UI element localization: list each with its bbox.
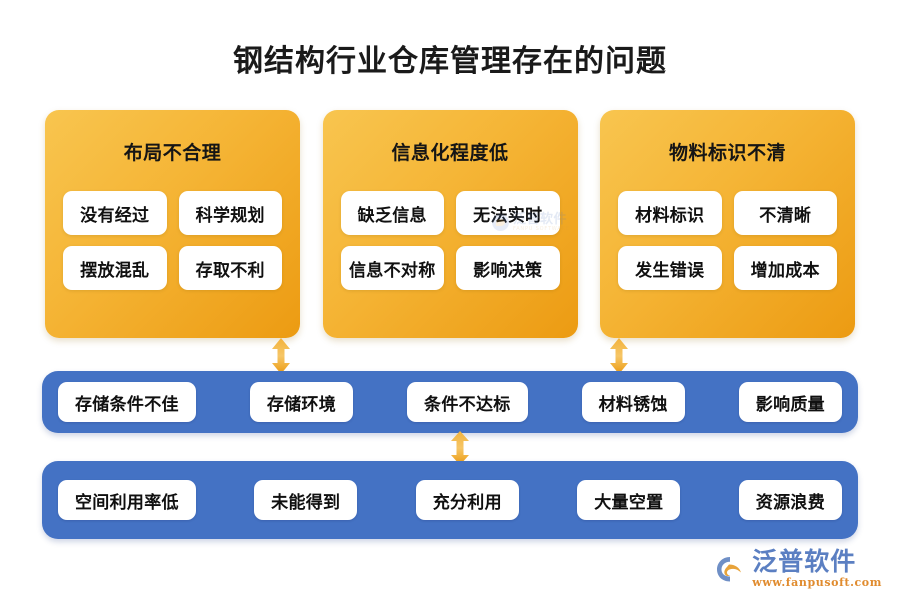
problem-card-material-label: 物料标识不清 材料标识 不清晰 发生错误 增加成本 [600,110,855,338]
card-chip[interactable]: 发生错误 [618,246,722,290]
bar-chip[interactable]: 未能得到 [254,480,358,520]
card-chip[interactable]: 增加成本 [733,246,837,290]
bar-chip[interactable]: 影响质量 [738,382,842,422]
problem-cards-row: 布局不合理 没有经过 科学规划 摆放混乱 存取不利 信息化程度低 缺乏信息 无法… [45,110,855,338]
brand-name: 泛普软件 [752,547,857,576]
page-title: 钢结构行业仓库管理存在的问题 [233,44,667,79]
bar-chip[interactable]: 存储条件不佳 [58,382,196,422]
problem-card-layout: 布局不合理 没有经过 科学规划 摆放混乱 存取不利 [45,110,300,338]
bar-chip[interactable]: 条件不达标 [407,382,528,422]
card-chip[interactable]: 存取不利 [178,246,282,290]
brand-logo-text: 泛普软件 www.fanpusoft.com [752,549,882,588]
card-chip[interactable]: 信息不对称 [340,246,444,290]
fanpu-logo-icon [716,554,746,584]
card-chip[interactable]: 摆放混乱 [63,246,167,290]
card-chip-grid: 缺乏信息 无法实时 信息不对称 影响决策 [340,191,560,290]
card-chip[interactable]: 影响决策 [456,246,560,290]
bar-chip[interactable]: 资源浪费 [738,480,842,520]
problem-card-informatization: 信息化程度低 缺乏信息 无法实时 信息不对称 影响决策 [322,110,578,338]
card-chip[interactable]: 没有经过 [63,191,167,235]
card-chip[interactable]: 缺乏信息 [340,191,444,235]
brand-url: www.fanpusoft.com [752,576,882,589]
bar-chip[interactable]: 充分利用 [415,480,519,520]
card-chip-grid: 没有经过 科学规划 摆放混乱 存取不利 [63,191,282,290]
card-title: 信息化程度低 [391,142,509,164]
storage-condition-bar: 存储条件不佳 存储环境 条件不达标 材料锈蚀 影响质量 [42,371,858,433]
bar-chip[interactable]: 存储环境 [249,382,354,422]
card-chip[interactable]: 材料标识 [618,191,722,235]
space-utilization-bar: 空间利用率低 未能得到 充分利用 大量空置 资源浪费 [42,461,858,539]
card-chip[interactable]: 不清晰 [733,191,837,235]
double-arrow-icon [608,338,630,374]
bar-chip[interactable]: 材料锈蚀 [581,382,685,422]
brand-logo: 泛普软件 www.fanpusoft.com [716,549,882,588]
bar-chip[interactable]: 大量空置 [577,480,681,520]
card-chip[interactable]: 科学规划 [178,191,282,235]
card-title: 布局不合理 [123,142,222,164]
card-chip-grid: 材料标识 不清晰 发生错误 增加成本 [618,191,837,290]
card-title: 物料标识不清 [668,142,786,164]
card-chip[interactable]: 无法实时 [456,191,560,235]
bar-chip[interactable]: 空间利用率低 [58,480,196,520]
double-arrow-icon [449,431,471,465]
double-arrow-icon [270,338,292,374]
